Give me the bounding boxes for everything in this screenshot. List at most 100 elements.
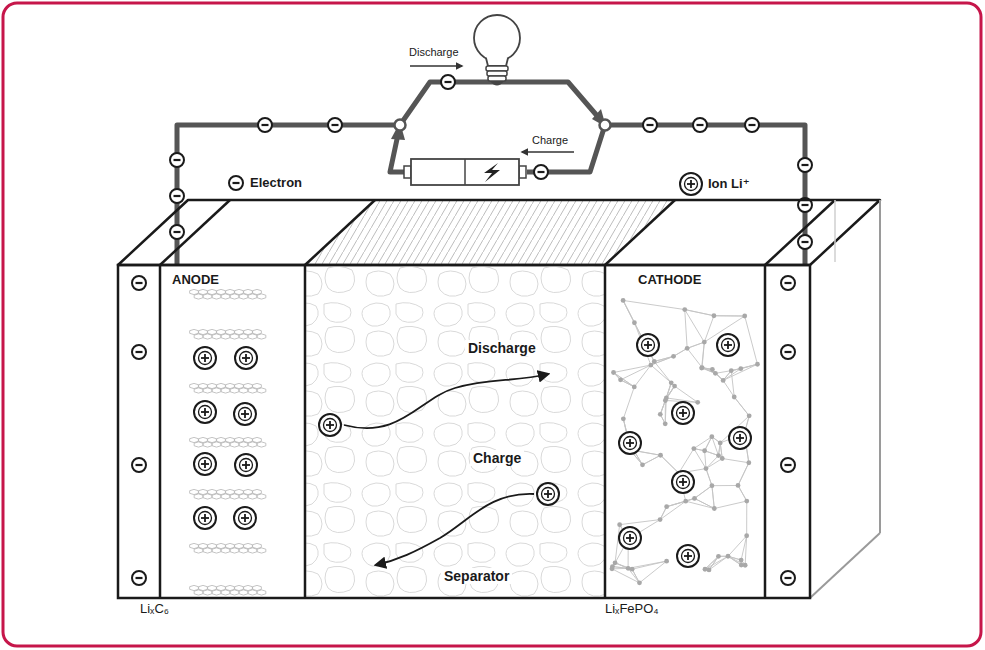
lithium-ion-symbol — [199, 406, 212, 419]
electron-symbol — [781, 571, 795, 585]
electron-symbol — [781, 458, 795, 472]
graphene-layers — [226, 437, 235, 442]
graphene-layers — [230, 334, 239, 339]
charger-symbol — [404, 166, 411, 178]
cell-top-face — [605, 200, 675, 265]
graphene-layers — [257, 442, 266, 447]
lithium-ion-symbol — [680, 173, 702, 195]
cathode-lattice — [687, 342, 704, 348]
cathode-lattice — [744, 499, 749, 504]
cell-front-face — [159, 265, 162, 598]
lithium-ion-symbol — [734, 432, 747, 445]
lithium-ion-symbol — [619, 432, 641, 454]
lithium-ion-symbol — [199, 512, 212, 525]
cathode-lattice — [610, 298, 760, 585]
electron-symbol — [802, 204, 809, 206]
cathode-lattice — [621, 416, 626, 421]
lithium-ion-symbol — [629, 534, 631, 542]
cathode-lattice — [686, 501, 715, 508]
cathode-lattice — [706, 456, 719, 469]
cathode-lattice — [709, 556, 718, 570]
cell-front-face — [764, 265, 767, 598]
cathode-lattice — [658, 412, 663, 417]
cathode-lattice — [695, 498, 715, 508]
graphene-layers — [221, 590, 230, 595]
cell-top-face — [305, 200, 675, 265]
cathode-lattice — [702, 342, 705, 368]
graphene-layers — [239, 294, 248, 299]
lithium-ion-symbol — [194, 507, 216, 529]
graphene-layers — [194, 334, 203, 339]
cathode-lattice — [643, 455, 661, 465]
graphene-layers — [253, 329, 262, 334]
cathode-lattice — [739, 558, 744, 563]
graphene-layers — [244, 329, 253, 334]
electron-symbol — [132, 458, 146, 472]
charge-label: Charge — [532, 134, 568, 147]
graphene-layers — [244, 289, 253, 294]
graphene-layers — [199, 383, 208, 388]
lithium-ion-symbol — [234, 507, 256, 529]
lithium-ion-symbol — [194, 347, 216, 369]
cathode-lattice — [611, 370, 616, 375]
lithium-ion-symbol — [677, 407, 690, 420]
graphene-layers — [230, 294, 239, 299]
electron-symbol — [798, 235, 812, 249]
graphene-layers — [217, 383, 226, 388]
graphene-layers — [190, 437, 199, 442]
lithium-ion-symbol — [672, 471, 694, 493]
cathode-box: CATHODELiₓFePO₄ — [605, 265, 810, 598]
lithium-ion-symbol — [235, 454, 257, 476]
lithium-ion-symbol — [619, 432, 641, 454]
cathode-lattice — [612, 569, 639, 583]
cathode-lattice — [687, 342, 704, 348]
electron-symbol — [534, 165, 548, 179]
graphene-layers — [208, 437, 217, 442]
electrode-name: CATHODE — [638, 273, 701, 288]
lithium-ion-symbol — [194, 453, 216, 475]
cathode-lattice — [722, 459, 749, 463]
graphene-layers — [199, 289, 208, 294]
discharge-arrow — [344, 374, 548, 428]
electron-symbol — [538, 171, 545, 173]
electron-symbol — [785, 577, 792, 579]
discharge-direction — [410, 65, 462, 66]
cathode-lattice — [723, 364, 757, 380]
charger-symbol — [404, 159, 526, 185]
lithium-ion-symbol — [687, 552, 689, 560]
cathode-lattice — [664, 559, 669, 564]
graphene-layers — [257, 548, 266, 553]
electron-symbol — [174, 231, 181, 233]
cell-top-face — [305, 200, 375, 265]
cathode-lattice — [707, 568, 712, 573]
graphene-layers — [230, 590, 239, 595]
lithium-ion-symbol — [717, 334, 739, 356]
electron-symbol — [170, 153, 184, 167]
graphene-layers — [248, 388, 257, 393]
lithium-ion-symbol — [234, 507, 256, 529]
graphene-layers — [257, 388, 266, 393]
electron-symbol — [328, 118, 342, 132]
graphene-layers — [208, 383, 217, 388]
cathode-lattice — [626, 566, 631, 571]
cathode-lattice — [623, 387, 634, 419]
graphene-layers — [199, 489, 208, 494]
cathode-lattice — [661, 455, 679, 473]
cathode-lattice — [726, 554, 731, 559]
light-bulb — [490, 81, 504, 86]
cathode-lattice — [651, 365, 671, 383]
cathode-lattice — [620, 520, 660, 525]
cathode-lattice — [710, 483, 715, 488]
cathode-lattice — [634, 365, 651, 387]
graphene-layers — [253, 383, 262, 388]
lithium-ion-symbol — [672, 402, 694, 424]
electron-symbol — [132, 276, 146, 290]
graphene-layers — [235, 437, 244, 442]
graphene-layers — [230, 494, 239, 499]
cathode-lattice — [710, 367, 715, 372]
lithium-ion-symbol — [547, 490, 549, 498]
charge-carriers — [132, 165, 795, 585]
cathode-lattice — [721, 378, 726, 383]
electron-symbol — [258, 118, 272, 132]
